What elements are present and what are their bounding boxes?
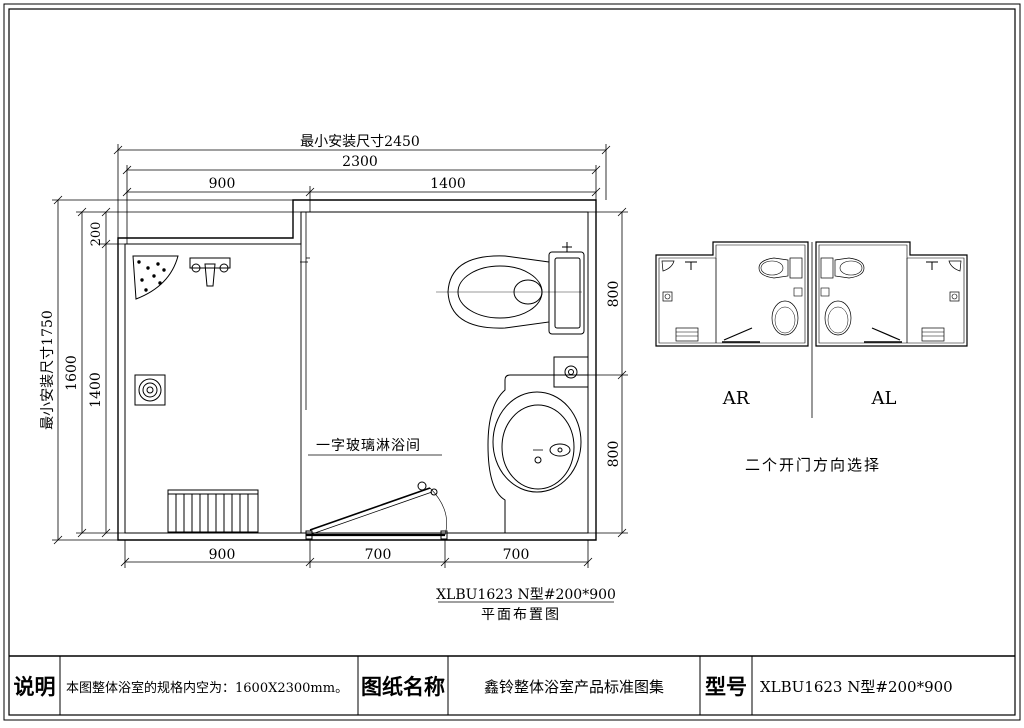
inner-wall [124, 211, 589, 534]
desc-text: 本图整体浴室的规格内空为：1600X2300mm。 [66, 680, 349, 696]
dim-top-right: 1400 [430, 176, 466, 192]
drawing-name: 鑫铃整体浴室产品标准图集 [483, 677, 664, 696]
outer-wall [117, 199, 597, 541]
model-code: XLBU1623 N型#200*900 [436, 587, 616, 603]
outer-border [3, 3, 1021, 721]
dim-overall-width: 2300 [342, 154, 378, 170]
corner-shelf [132, 255, 179, 300]
variant-al-plan [815, 241, 968, 347]
plan-title: 平面布置图 [481, 607, 561, 623]
shower-door [305, 481, 448, 540]
model-value: XLBU1623 N型#200*900 [760, 677, 953, 696]
folding-seat [167, 489, 259, 533]
variant-caption: 二个开门方向选择 [745, 456, 881, 474]
dim-right-lower: 800 [606, 441, 622, 468]
drawing-name-label: 图纸名称 [361, 675, 445, 699]
model-label: 型号 [705, 675, 747, 699]
wall-valve [553, 356, 589, 388]
dim-bottom-right: 700 [503, 547, 530, 563]
floor-drain [134, 374, 166, 406]
shower-glass-label: 一字玻璃淋浴间 [316, 437, 421, 454]
inner-border [8, 8, 1016, 716]
dim-bottom-mid: 700 [365, 547, 392, 563]
title-block-frame [9, 655, 1015, 715]
main-plan [52, 144, 628, 568]
variant-ar-plan [655, 241, 809, 347]
wash-basin [487, 374, 588, 534]
desc-label: 说明 [13, 675, 56, 699]
dim-bottom-left: 900 [209, 547, 236, 563]
toilet [436, 242, 585, 335]
dimension-lines [52, 144, 628, 568]
dim-min-install-height: 最小安装尺寸1750 [40, 310, 56, 430]
dim-top-left: 900 [209, 176, 236, 192]
dim-min-install-width: 最小安装尺寸2450 [300, 134, 420, 150]
variant-ar-label: AR [722, 388, 750, 409]
dim-height-1400: 1400 [88, 372, 104, 408]
shower-mixer [189, 257, 231, 287]
dim-step: 200 [89, 222, 104, 247]
dim-right-upper: 800 [606, 281, 622, 308]
dim-height-1600: 1600 [64, 355, 80, 391]
variant-al-label: AL [871, 388, 897, 409]
